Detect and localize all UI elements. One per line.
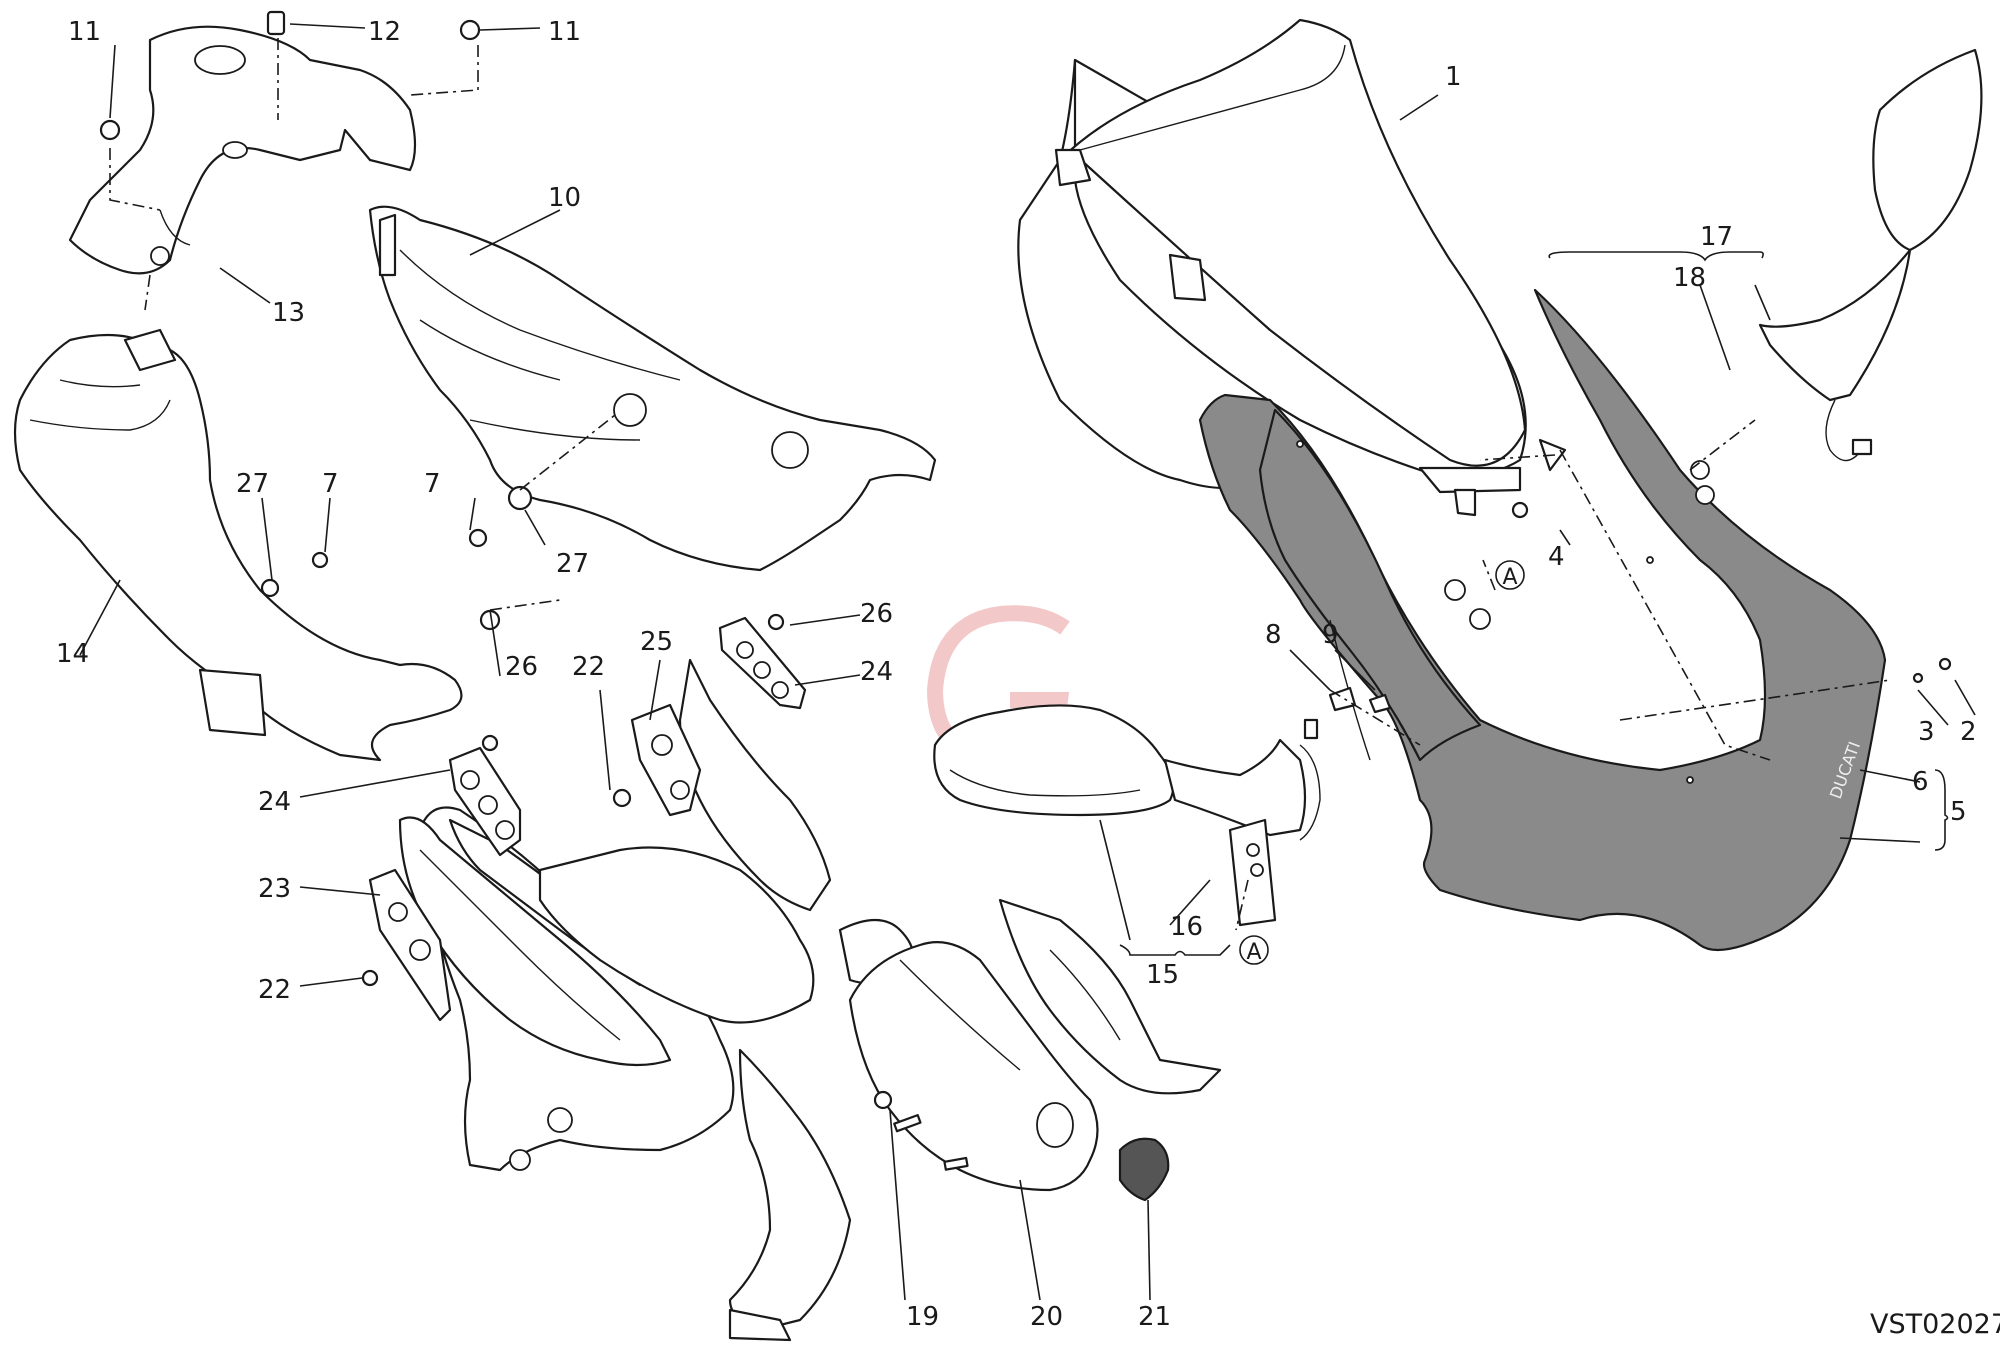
callout-19: 19 [906,1302,939,1332]
leader-lines [79,23,1976,1301]
callout-9: 9 [1322,620,1339,650]
bracket-24-left [448,746,522,857]
inner-fairing-panel [368,205,937,572]
callout-21: 21 [1138,1302,1171,1332]
callout-2: 2 [1960,717,1977,747]
callout-5: 5 [1950,797,1967,827]
bracket-25 [630,703,702,817]
callout-10: 10 [548,183,581,213]
windscreen [1017,18,1567,517]
bracket-24-right [718,616,807,710]
callout-13: 13 [272,298,305,328]
callout-24-left: 24 [258,787,291,817]
right-mirror [1758,48,1983,462]
brand-badge [1118,1137,1170,1202]
connector-clips [1328,686,1392,714]
callout-27-right: 27 [556,549,589,579]
callout-12: 12 [368,17,401,47]
callout-7-left: 7 [322,469,339,499]
callout-24-right: 24 [860,657,893,687]
callout-3: 3 [1918,717,1935,747]
callout-16: 16 [1170,912,1203,942]
side-trim-panel [13,328,463,762]
callout-18: 18 [1673,263,1706,293]
callout-22-upper: 22 [572,652,605,682]
callout-26-right: 26 [860,599,893,629]
callout-1: 1 [1445,62,1462,92]
lower-duct [728,1048,852,1342]
nose-side-panel [998,898,1222,1095]
callout-27-left: 27 [236,469,269,499]
callout-4: 4 [1548,542,1565,572]
callout-26-left: 26 [505,652,538,682]
drawing-code: VST02027 [1870,1309,2000,1340]
callout-23: 23 [258,874,291,904]
callout-11-right: 11 [548,17,581,47]
callout-17: 17 [1700,222,1733,252]
ref-letter-lower: A [1246,940,1261,965]
assembly-lines [109,38,1891,931]
callout-20: 20 [1030,1302,1063,1332]
ref-letter-upper: A [1502,565,1517,590]
front-fairing: DUCATI [1198,288,1887,952]
reference-mark-a-upper: A [1495,560,1525,590]
callout-6: 6 [1912,767,1929,797]
nose-cover [848,941,1099,1192]
callout-8: 8 [1265,620,1282,650]
callout-11-left: 11 [68,17,101,47]
bracket-23 [368,868,452,1022]
left-mirror [933,704,1321,927]
callout-15: 15 [1146,960,1179,990]
callout-14: 14 [56,639,89,669]
screws [99,10,1952,1110]
callout-22-lower: 22 [258,975,291,1005]
callout-25: 25 [640,627,673,657]
callouts: 1 2 3 4 5 6 7 7 8 9 10 11 11 12 13 14 15… [56,17,1977,1332]
upper-cover [68,25,417,275]
callout-7-right: 7 [424,469,441,499]
reference-mark-a-lower: A [1239,935,1269,965]
